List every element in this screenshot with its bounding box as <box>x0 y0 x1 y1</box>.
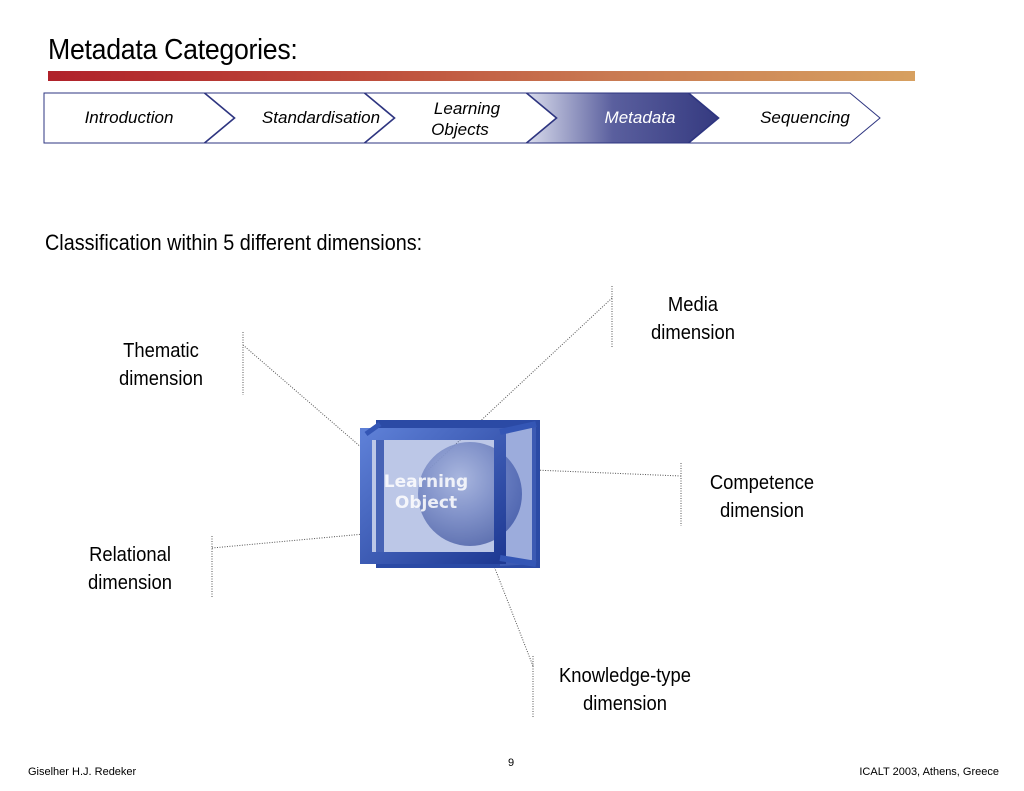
dimension-knowledge-type-line2: dimension <box>583 693 667 715</box>
knowledge-type-connector <box>493 565 534 667</box>
nav-step-metadata[interactable]: Metadata <box>604 108 676 127</box>
dimension-thematic-line1: Thematic <box>123 340 199 362</box>
slide-title: Metadata Categories: <box>48 34 298 66</box>
nav-step-learning-objects-line1: Learning <box>433 99 501 118</box>
cube-side-panel <box>500 424 536 566</box>
dimension-knowledge-type-line1: Knowledge-type <box>559 665 691 687</box>
title-underline-bar <box>48 71 915 81</box>
cube-edge-left <box>364 421 382 437</box>
competence-connector <box>533 469 682 477</box>
footer-author: Giselher H.J. Redeker <box>28 766 137 778</box>
nav-step-standardisation[interactable]: Standardisation <box>261 108 381 127</box>
slide-subtitle: Classification within 5 different dimens… <box>45 230 423 255</box>
cube-edge-top <box>499 421 537 435</box>
dimension-thematic: Thematic dimension <box>110 337 211 393</box>
footer-event: ICALT 2003, Athens, Greece <box>859 766 999 778</box>
dimension-competence-line1: Competence <box>709 472 815 494</box>
learning-object-cube: Learning Object <box>360 420 540 568</box>
cube-front-frame <box>360 428 506 564</box>
connector-lines <box>211 286 682 718</box>
cube-label-line1: Learning <box>384 472 468 492</box>
media-connector <box>427 297 613 471</box>
dimension-relational: Relational dimension <box>79 541 180 597</box>
nav-step-introduction[interactable]: Introduction <box>84 108 174 127</box>
dimension-media-line1: Media <box>667 294 719 316</box>
nav-step-learning-objects-line2: Objects <box>431 120 489 139</box>
dimension-relational-line2: dimension <box>88 572 172 594</box>
nav-step-sequencing[interactable]: Sequencing <box>760 108 850 127</box>
dimension-competence: Competence dimension <box>702 469 822 525</box>
dimension-media-line2: dimension <box>651 322 735 344</box>
nav-step-learning-objects[interactable]: Learning Objects <box>418 98 518 140</box>
footer-page-number: 9 <box>508 757 515 769</box>
relational-connector <box>211 533 365 549</box>
dimension-thematic-line2: dimension <box>119 368 203 390</box>
dimension-knowledge-type: Knowledge-type dimension <box>551 662 698 718</box>
dimension-media: Media dimension <box>642 291 743 347</box>
dimension-relational-line1: Relational <box>89 544 171 566</box>
cube-label-line2: Object <box>395 493 457 513</box>
cube-edge-bottom <box>499 555 537 567</box>
thematic-connector <box>242 344 363 449</box>
dimension-competence-line2: dimension <box>720 500 804 522</box>
